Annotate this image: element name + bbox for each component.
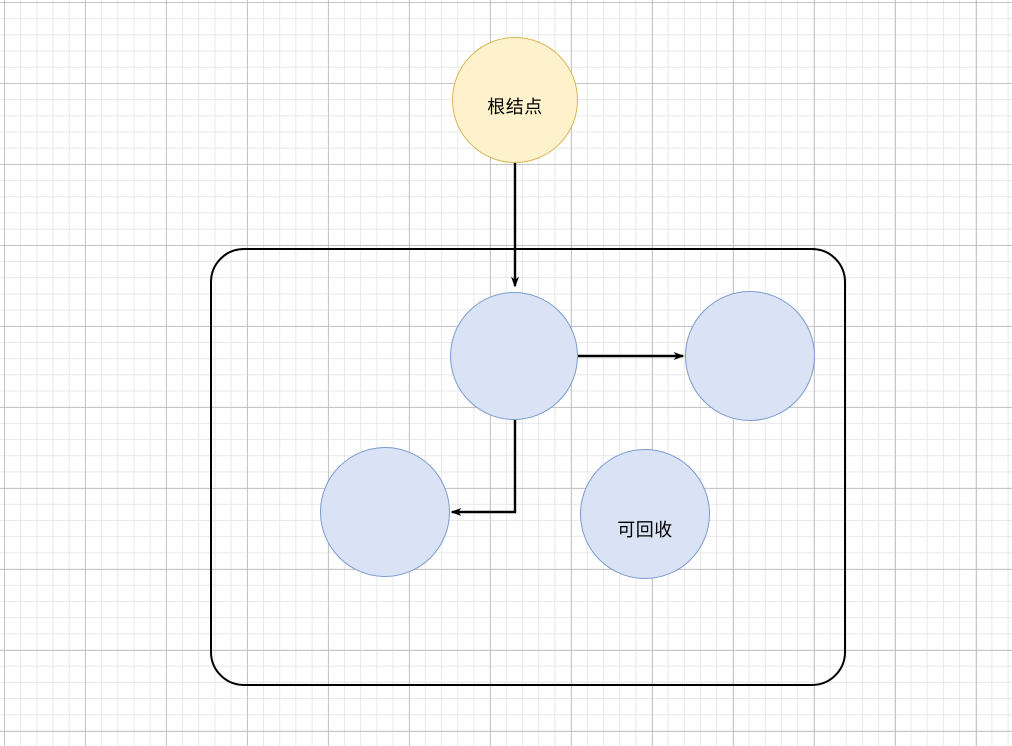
node-recyclable[interactable]: 可回收 [580, 449, 710, 579]
node-center[interactable] [450, 292, 578, 420]
node-root[interactable]: 根结点 [452, 37, 578, 163]
node-root-label: 根结点 [487, 97, 543, 117]
node-lower-left[interactable] [320, 447, 450, 577]
node-recyclable-label: 可回收 [617, 520, 673, 540]
group-container[interactable] [210, 248, 846, 686]
node-right[interactable] [685, 291, 815, 421]
